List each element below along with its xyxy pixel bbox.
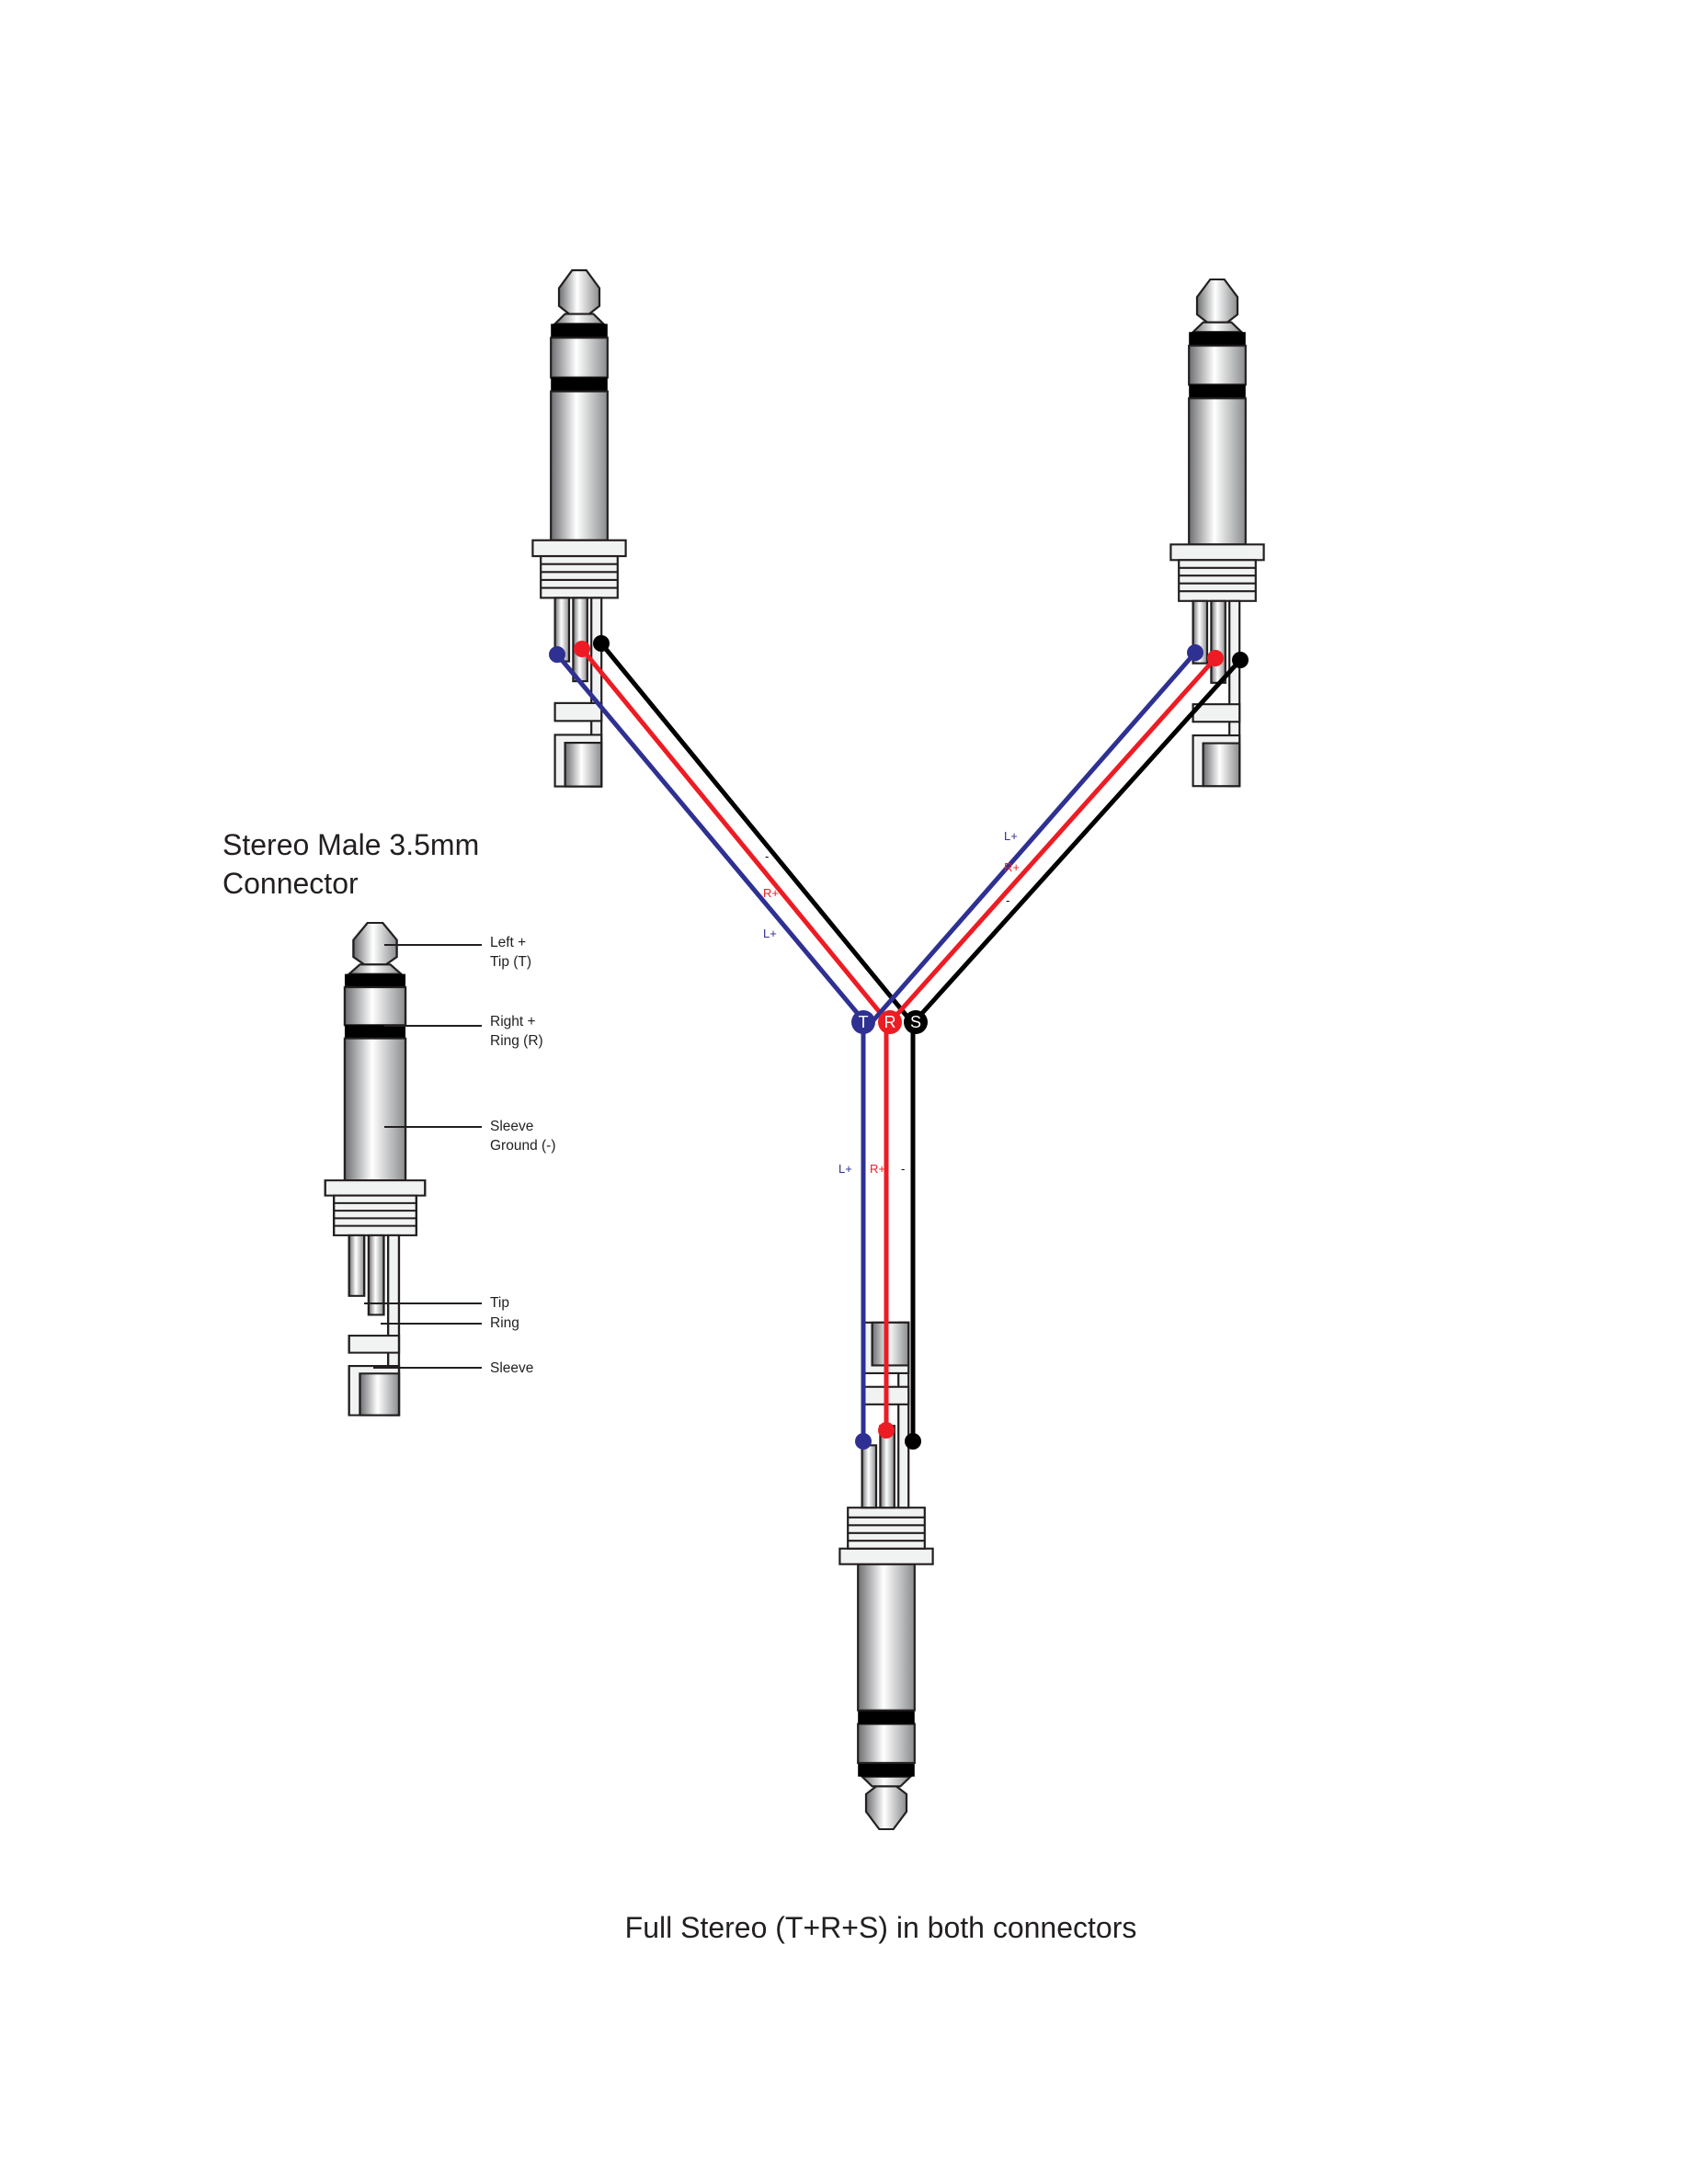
reference-plug-icon bbox=[324, 921, 427, 1416]
wire-right-ring bbox=[890, 656, 1217, 1022]
left-branch-ring-label: R+ bbox=[763, 886, 779, 900]
reference-leader-lines bbox=[364, 944, 482, 1369]
wire-right-sleeve bbox=[914, 658, 1242, 1022]
wires bbox=[555, 642, 1242, 1441]
junction-tip-letter: T bbox=[859, 1013, 869, 1031]
junction-nodes: T R S bbox=[851, 1010, 928, 1034]
wire-right-tip bbox=[872, 651, 1197, 1022]
trunk-sleeve-label: - bbox=[901, 1162, 905, 1176]
right-branch-sleeve-label: - bbox=[1006, 893, 1009, 907]
junction-ring-node bbox=[878, 1010, 902, 1034]
top-left-plug-icon bbox=[531, 268, 627, 788]
solder-points bbox=[549, 635, 1249, 1450]
wire-left-tip bbox=[555, 653, 865, 1022]
reference-connector: Stereo Male 3.5mm Connector Left + Tip (… bbox=[222, 828, 556, 1416]
top-right-plug-icon bbox=[1169, 278, 1265, 788]
trunk-tip-label: L+ bbox=[838, 1162, 852, 1176]
right-branch-ring-label: R+ bbox=[1004, 860, 1020, 874]
wire-left-ring bbox=[580, 647, 888, 1022]
left-branch-sleeve-label: - bbox=[765, 849, 769, 863]
trunk-ring-label: R+ bbox=[870, 1162, 885, 1176]
label-ring-line1: Right + bbox=[490, 1014, 536, 1029]
wire-left-sleeve bbox=[599, 642, 912, 1022]
diagram-caption: Full Stereo (T+R+S) in both connectors bbox=[625, 1911, 1137, 1944]
junction-tip-node bbox=[851, 1010, 875, 1034]
left-branch-tip-label: L+ bbox=[763, 927, 777, 940]
label-tip-line2: Tip (T) bbox=[490, 954, 531, 970]
label-sleeve-line1: Sleeve bbox=[490, 1119, 533, 1134]
junction-sleeve-node bbox=[904, 1010, 928, 1034]
reference-title-line1: Stereo Male 3.5mm bbox=[222, 828, 479, 861]
label-ring-line2: Ring (R) bbox=[490, 1033, 543, 1049]
junction-sleeve-letter: S bbox=[910, 1013, 921, 1031]
right-branch-tip-label: L+ bbox=[1004, 829, 1018, 843]
junction-ring-letter: R bbox=[884, 1013, 896, 1031]
wire-labels: - R+ L+ L+ R+ - L+ R+ - bbox=[763, 829, 1020, 1176]
label-sleeve-line2: Ground (-) bbox=[490, 1138, 556, 1154]
label-pin-tip: Tip bbox=[490, 1295, 509, 1311]
label-pin-sleeve: Sleeve bbox=[490, 1360, 533, 1376]
label-pin-ring: Ring bbox=[490, 1315, 519, 1331]
label-tip-line1: Left + bbox=[490, 935, 526, 950]
reference-title-line2: Connector bbox=[222, 867, 359, 900]
